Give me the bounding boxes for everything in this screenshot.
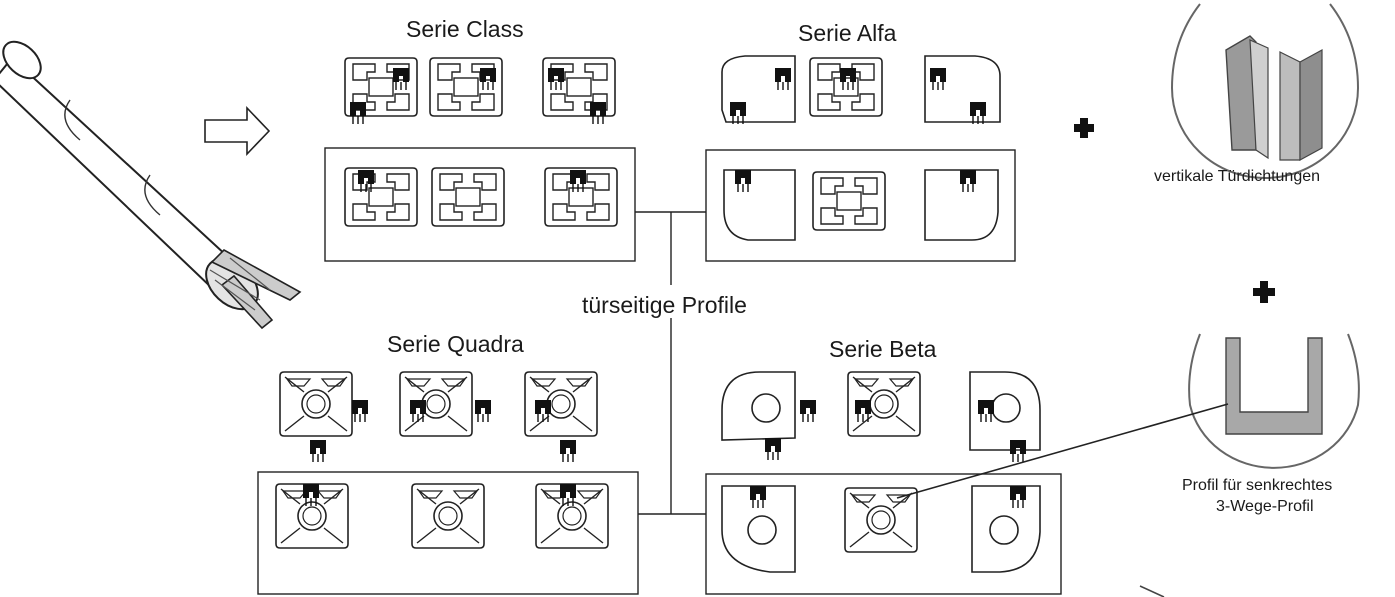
serie-alfa-label: Serie Alfa <box>798 20 897 46</box>
leader-line <box>896 403 1229 499</box>
quadra-row-profiles <box>275 483 609 549</box>
profile-caption-line2: 3-Wege-Profil <box>1216 498 1314 515</box>
serie-beta-profiles <box>721 371 1041 463</box>
alfa-row-profiles <box>723 169 999 241</box>
beta-row-profiles <box>721 485 1041 573</box>
door-seals-caption: vertikale Türdichtungen <box>1154 168 1321 185</box>
serie-beta-label: Serie Beta <box>829 336 937 362</box>
door-seal-icon <box>1170 3 1360 179</box>
serie-quadra-profiles <box>279 371 598 463</box>
serie-quadra-label: Serie Quadra <box>387 331 524 357</box>
u-profile-icon <box>1188 333 1360 469</box>
class-row-profiles <box>344 167 618 227</box>
center-label: türseitige Profile <box>582 292 747 318</box>
plus-icon <box>1074 118 1094 138</box>
rod-bundle-icon <box>0 40 302 330</box>
serie-class-label: Serie Class <box>406 16 524 42</box>
plus-icon <box>1253 281 1275 303</box>
arrow-right-icon <box>204 106 271 156</box>
connector-lines <box>635 211 706 515</box>
arrow-right-icon <box>1139 585 1165 597</box>
serie-class-profiles <box>344 57 616 125</box>
serie-alfa-profiles <box>721 55 1001 125</box>
profile-caption-line1: Profil für senkrechtes <box>1182 477 1333 494</box>
